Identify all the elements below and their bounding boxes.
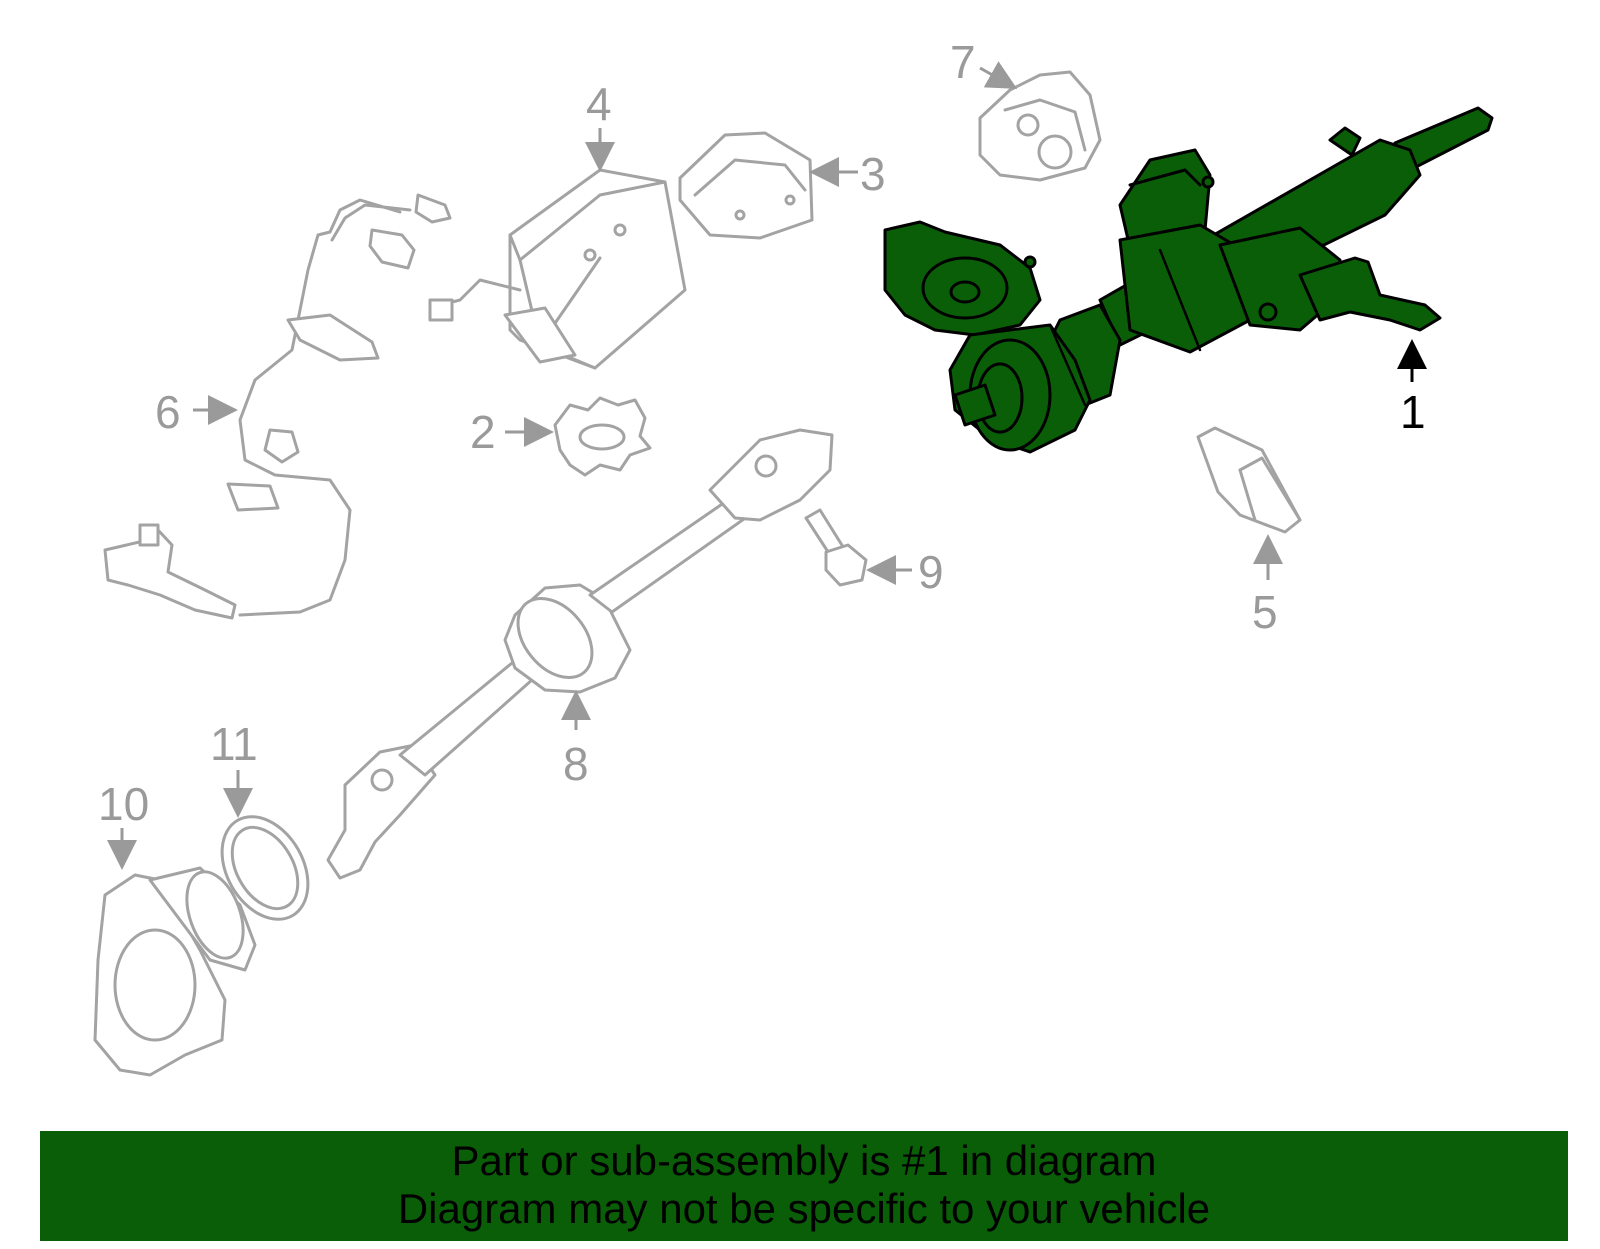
- part-3-cover: [678, 131, 814, 240]
- callout-5: 5: [1252, 586, 1278, 638]
- callout-1: 1: [1400, 386, 1426, 438]
- callout-2: 2: [470, 406, 496, 458]
- part-8-intermediate-shaft: [326, 428, 834, 880]
- part-9-bolt: [804, 508, 868, 587]
- part-5-sensor: [1196, 426, 1302, 534]
- callout-9: 9: [918, 546, 944, 598]
- diagram-notice-banner: Part or sub-assembly is #1 in diagram Di…: [40, 1131, 1568, 1241]
- part-11-ring: [220, 815, 310, 921]
- callout-6: 6: [155, 386, 181, 438]
- part-7-bracket: [978, 70, 1102, 182]
- part-1-steering-column: [883, 106, 1494, 454]
- callout-10: 10: [98, 778, 149, 830]
- callout-4: 4: [586, 78, 612, 130]
- callout-8: 8: [563, 738, 589, 790]
- callout-labels: 1 2 3 4 5 6 7 8 9 10 11: [98, 36, 1426, 830]
- part-4-control-module: [428, 168, 687, 370]
- callout-11: 11: [210, 718, 258, 770]
- part-2-gear: [553, 396, 652, 477]
- part-10-column-cover: [93, 866, 257, 1077]
- notice-line-2: Diagram may not be specific to your vehi…: [397, 1185, 1211, 1232]
- part-6-wiring-harness: [103, 193, 452, 620]
- callout-3: 3: [860, 148, 886, 200]
- arrow-7: [979, 61, 1018, 89]
- notice-line-1: Part or sub-assembly is #1 in diagram: [451, 1137, 1157, 1184]
- callout-7: 7: [950, 36, 976, 88]
- callout-arrows: [107, 61, 1427, 870]
